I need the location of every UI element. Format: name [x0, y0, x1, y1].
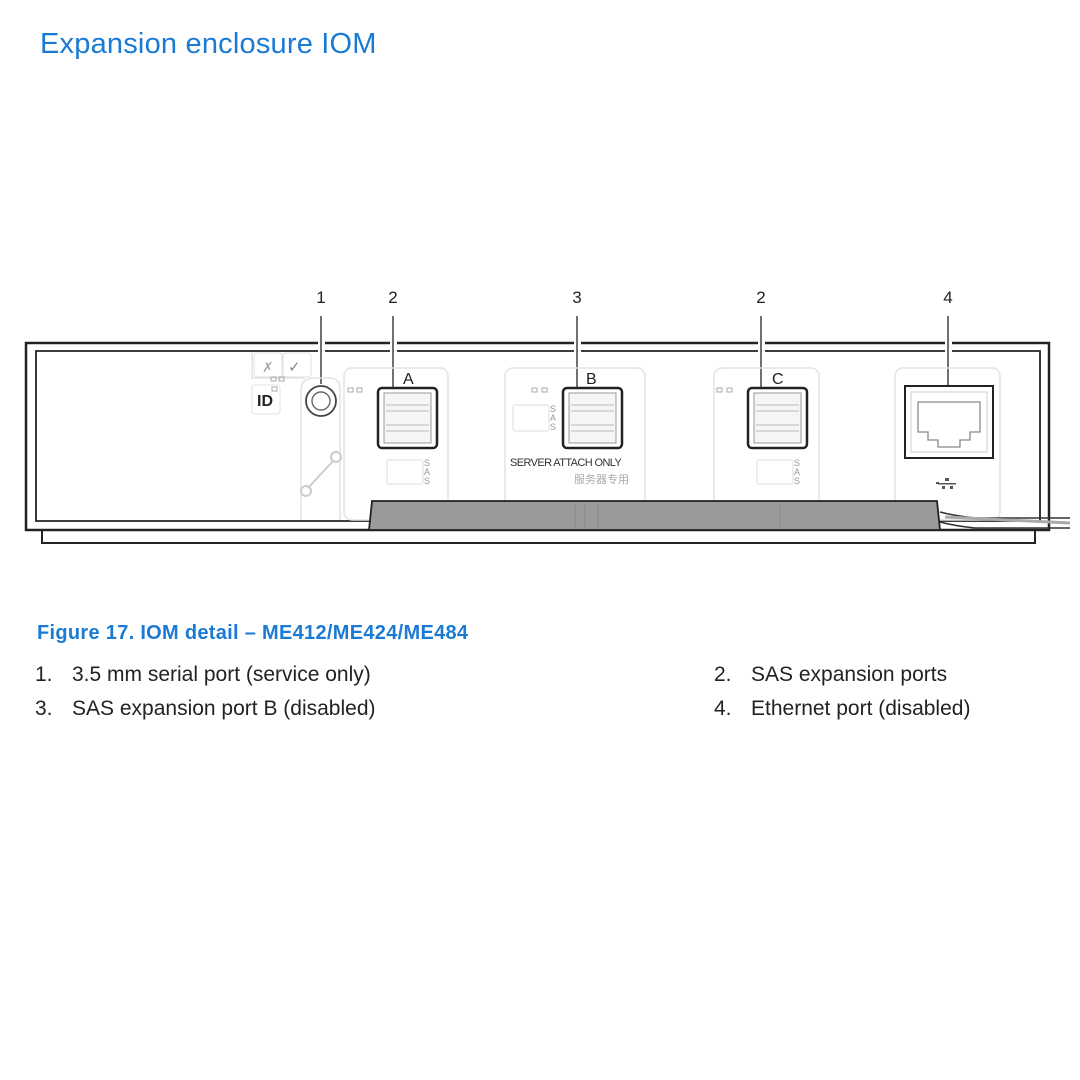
- svg-text:A: A: [550, 413, 556, 423]
- svg-text:S: S: [794, 476, 800, 486]
- svg-text:C: C: [772, 371, 784, 388]
- id-label: ID: [257, 393, 273, 410]
- network-icon: [936, 478, 956, 489]
- sas-icon: SAS SAS SAS: [386, 404, 800, 486]
- legend-number: 2.: [714, 663, 732, 686]
- legend-item-3: 3. SAS expansion port B (disabled): [35, 697, 376, 721]
- svg-text:S: S: [550, 422, 556, 432]
- callout-2c: 2: [756, 288, 766, 307]
- legend-number: 3.: [35, 697, 53, 720]
- svg-text:A: A: [424, 467, 430, 477]
- server-attach-label: SERVER ATTACH ONLY: [510, 457, 623, 469]
- legend-number: 4.: [714, 697, 732, 720]
- enclosure-handle: [368, 500, 1071, 531]
- page-title: Expansion enclosure IOM: [40, 28, 377, 60]
- callout-1: 1: [316, 288, 326, 307]
- callout-3: 3: [572, 288, 582, 307]
- legend-item-1: 1. 3.5 mm serial port (service only): [35, 663, 371, 687]
- serial-port-icon: [305, 385, 337, 417]
- iom-diagram: ✗ ✓ ID: [24, 316, 1071, 544]
- svg-text:✓: ✓: [288, 358, 301, 376]
- legend-text: 3.5 mm serial port (service only): [72, 663, 371, 686]
- svg-text:服务器专用: 服务器专用: [574, 472, 629, 486]
- svg-text:S: S: [424, 458, 430, 468]
- legend-text: SAS expansion ports: [751, 663, 948, 686]
- fault-x-icon: ✗: [253, 352, 283, 378]
- ok-check-icon: ✓: [282, 352, 312, 378]
- legend-text: SAS expansion port B (disabled): [72, 697, 376, 720]
- legend-item-2: 2. SAS expansion ports: [714, 663, 947, 687]
- svg-text:✗: ✗: [262, 360, 274, 376]
- svg-text:A: A: [403, 371, 414, 388]
- iom-figure: 1 2 3 2 4: [0, 280, 1080, 550]
- rj45-port-icon: [904, 385, 994, 459]
- figure-caption: Figure 17. IOM detail – ME412/ME424/ME48…: [37, 622, 469, 644]
- svg-text:S: S: [794, 458, 800, 468]
- legend-number: 1.: [35, 663, 53, 686]
- legend-item-4: 4. Ethernet port (disabled): [714, 697, 970, 721]
- sas-port-a: [376, 386, 439, 450]
- svg-text:B: B: [586, 371, 597, 388]
- callout-4: 4: [943, 288, 953, 307]
- svg-text:A: A: [794, 467, 800, 477]
- sas-port-c: [746, 386, 809, 450]
- callout-2a: 2: [388, 288, 398, 307]
- svg-text:S: S: [550, 404, 556, 414]
- legend-text: Ethernet port (disabled): [751, 697, 971, 720]
- wrench-icon: [300, 451, 342, 497]
- sas-port-b: [561, 386, 624, 450]
- svg-text:S: S: [424, 476, 430, 486]
